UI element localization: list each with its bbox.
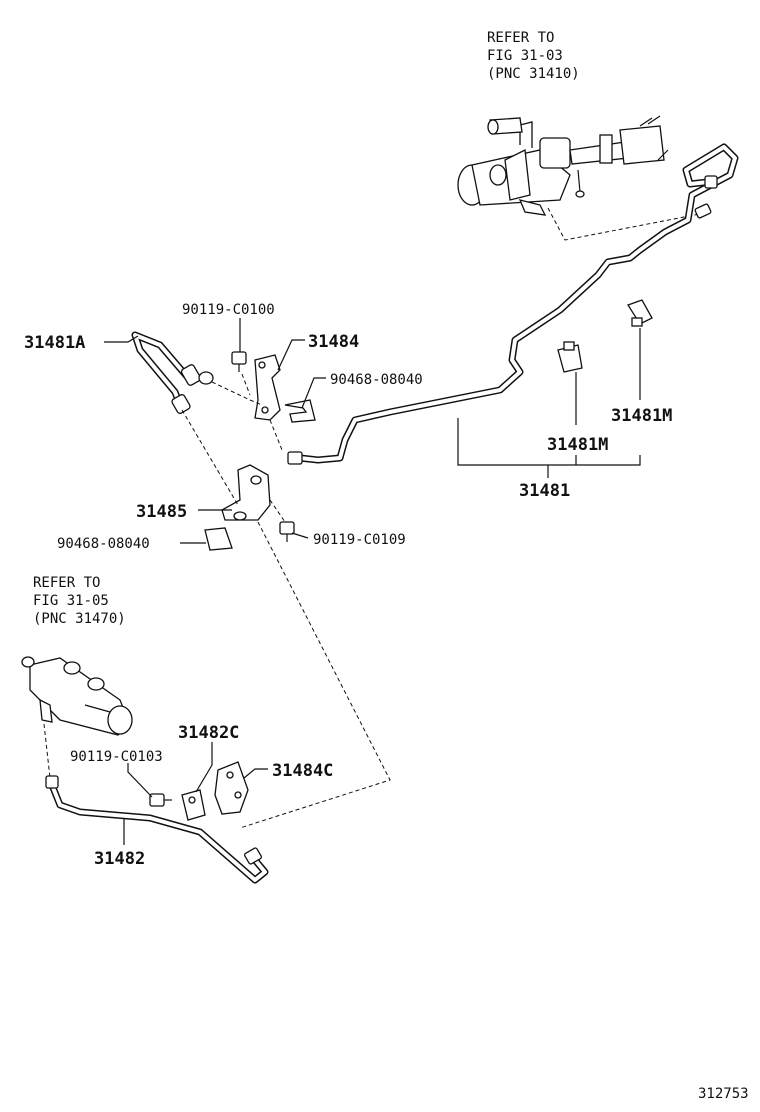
hose-bracket-leader xyxy=(211,381,263,406)
label-90468-08040-top: 90468-08040 xyxy=(330,372,423,388)
reference-line-1: REFER TO xyxy=(487,30,554,46)
label-31484C: 31484C xyxy=(272,761,333,781)
clutch-line-pipe-31481 xyxy=(287,143,739,465)
release-cylinder-leader xyxy=(43,723,51,779)
reference-line-1: REFER TO xyxy=(33,575,100,591)
reference-line-2: FIG 31-05 xyxy=(33,593,109,609)
label-31481A: 31481A xyxy=(24,333,85,353)
clip-90468-08040-mid xyxy=(204,527,233,551)
leader-31484 xyxy=(277,339,305,371)
reference-line-3: (PNC 31470) xyxy=(33,611,126,627)
bolt-90119-C0109 xyxy=(279,521,295,542)
bracket-pipe-leader xyxy=(269,419,283,451)
label-31482C: 31482C xyxy=(178,723,239,743)
reference-line-3: (PNC 31410) xyxy=(487,66,580,82)
leader-90119-C0109 xyxy=(291,532,309,539)
bracket-bolt-leader xyxy=(269,499,286,523)
label-90119-C0109: 90119-C0109 xyxy=(313,532,406,548)
leader-31481-bracket xyxy=(457,418,641,466)
leader-31481 xyxy=(547,455,577,478)
reference-release-cylinder: REFER TO FIG 31-05 (PNC 31470) xyxy=(33,575,126,627)
label-90119-C0100: 90119-C0100 xyxy=(182,302,275,318)
leader-90468-08040-top xyxy=(301,377,326,409)
clamp-31482C xyxy=(181,789,206,821)
clip-90468-08040-top xyxy=(284,399,316,423)
release-cylinder-drawing xyxy=(21,656,133,736)
reference-master-cylinder: REFER TO FIG 31-03 (PNC 31410) xyxy=(487,30,580,82)
label-31484: 31484 xyxy=(308,332,359,352)
leader-31484C xyxy=(243,768,268,779)
label-90468-08040-mid: 90468-08040 xyxy=(57,536,150,552)
leader-31481A xyxy=(104,335,139,343)
master-cylinder-connection-leader xyxy=(547,207,711,241)
label-90119-C0103: 90119-C0103 xyxy=(70,749,163,765)
label-31481M-center: 31481M xyxy=(547,435,608,455)
hose-to-bracket-leader xyxy=(181,409,239,506)
reference-line-2: FIG 31-03 xyxy=(487,48,563,64)
leader-90119-C0103 xyxy=(127,763,153,798)
bolt-bracket-leader xyxy=(241,373,251,396)
label-31481: 31481 xyxy=(519,481,570,501)
figure-number: 312753 xyxy=(698,1086,749,1102)
label-31482: 31482 xyxy=(94,849,145,869)
leader-31482C xyxy=(195,742,213,793)
clamp-31481M-right xyxy=(627,299,653,327)
bolt-90119-C0103 xyxy=(149,793,172,807)
bolt-90119-C0100 xyxy=(231,351,247,372)
bracket-31485 xyxy=(221,464,271,521)
bracket-31484C xyxy=(214,761,249,815)
bracket-to-pipe-31482-leader xyxy=(239,521,391,829)
clamp-31481M-center xyxy=(557,341,583,373)
clutch-line-pipe-31482 xyxy=(45,775,269,884)
label-31485: 31485 xyxy=(136,502,187,522)
bracket-31484 xyxy=(254,354,281,421)
master-cylinder-drawing xyxy=(457,115,669,216)
flexible-hose-31481A xyxy=(131,331,214,414)
label-31481M-right: 31481M xyxy=(611,406,672,426)
